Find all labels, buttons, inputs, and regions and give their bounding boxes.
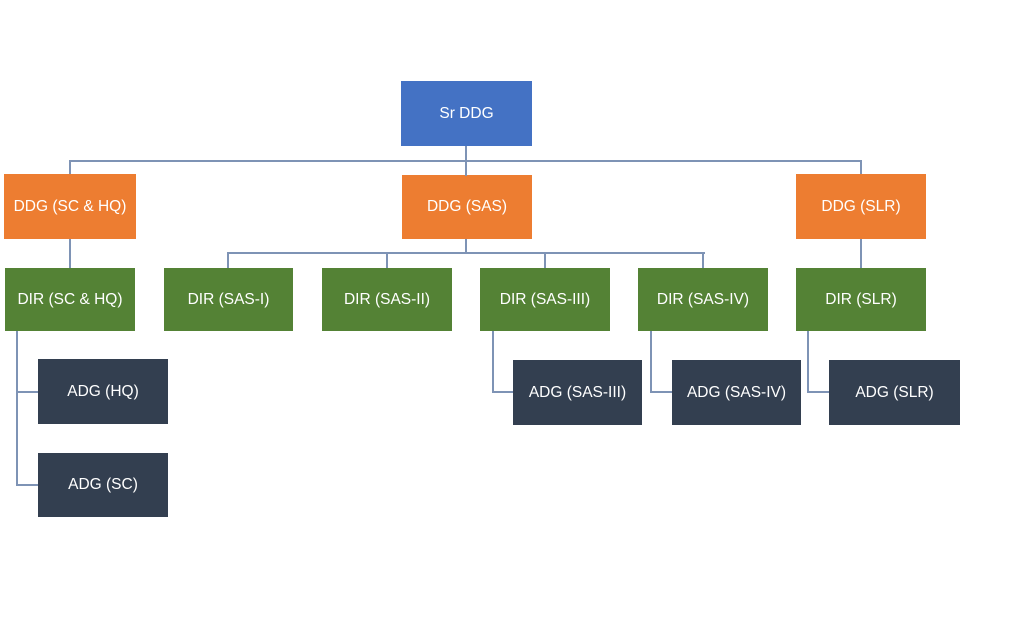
- org-node-ddg-sas: DDG (SAS): [402, 175, 532, 239]
- connector-dir-sc-hq-trunk: [16, 331, 18, 486]
- org-node-sr-ddg: Sr DDG: [401, 81, 532, 146]
- connector-ddg-sas-riser: [465, 239, 467, 254]
- org-node-dir-sas-iii: DIR (SAS-III): [480, 268, 610, 331]
- org-node-adg-hq: ADG (HQ): [38, 359, 168, 424]
- connector-stub-adg-hq: [16, 391, 38, 393]
- connector-ddg-sc-hq-to-dir: [69, 239, 71, 268]
- connector-drop-ddg-slr: [860, 160, 862, 174]
- connector-drop-dir-sas-ii: [386, 252, 388, 268]
- connector-stub-adg-slr: [807, 391, 829, 393]
- org-node-dir-sas-i: DIR (SAS-I): [164, 268, 293, 331]
- connector-sas-rail: [227, 252, 705, 254]
- connector-drop-ddg-sc-hq: [69, 160, 71, 174]
- org-node-dir-slr: DIR (SLR): [796, 268, 926, 331]
- connector-ddg-slr-to-dir: [860, 239, 862, 268]
- connector-stub-adg-sas-iii: [492, 391, 513, 393]
- org-node-dir-sas-ii: DIR (SAS-II): [322, 268, 452, 331]
- org-node-adg-slr: ADG (SLR): [829, 360, 960, 425]
- connector-drop-dir-sas-iv: [702, 252, 704, 268]
- connector-dir-sas-iv-drop: [650, 331, 652, 393]
- org-node-ddg-slr: DDG (SLR): [796, 174, 926, 239]
- org-node-ddg-sc-hq: DDG (SC & HQ): [4, 174, 136, 239]
- org-node-dir-sc-hq: DIR (SC & HQ): [5, 268, 135, 331]
- org-node-adg-sas-iii: ADG (SAS-III): [513, 360, 642, 425]
- org-node-adg-sas-iv: ADG (SAS-IV): [672, 360, 801, 425]
- connector-drop-dir-sas-i: [227, 252, 229, 268]
- org-node-dir-sas-iv: DIR (SAS-IV): [638, 268, 768, 331]
- connector-l1-rail: [69, 160, 862, 162]
- org-node-adg-sc: ADG (SC): [38, 453, 168, 517]
- connector-dir-slr-drop: [807, 331, 809, 393]
- connector-dir-sas-iii-drop: [492, 331, 494, 393]
- connector-stub-adg-sas-iv: [650, 391, 672, 393]
- connector-drop-dir-sas-iii: [544, 252, 546, 268]
- connector-stub-adg-sc: [16, 484, 38, 486]
